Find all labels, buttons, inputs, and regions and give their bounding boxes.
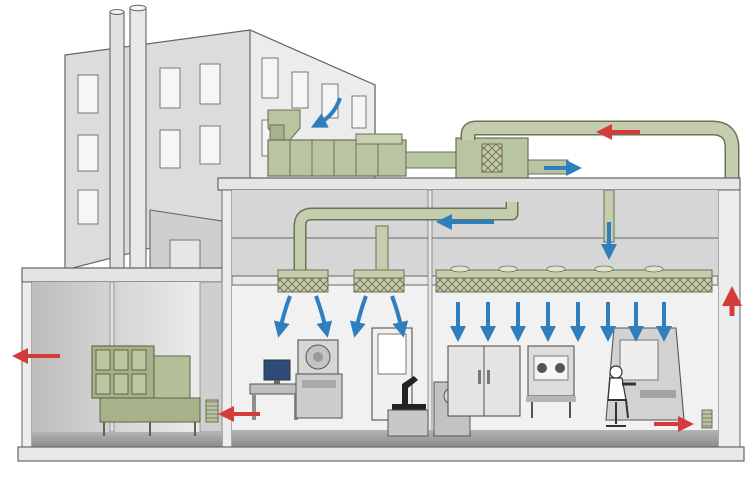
- ceiling-supply-ducts: [293, 189, 615, 271]
- lab-equipment-middle: [249, 327, 471, 437]
- air-flow-arrow-2: [314, 295, 333, 338]
- exhaust-air-arrows: [12, 124, 742, 432]
- technician-figure: [606, 365, 636, 427]
- air-flow-arrow-3: [349, 295, 368, 338]
- chimney-stacks: [109, 4, 147, 271]
- lab-equipment-right: [447, 327, 713, 429]
- exhaust-machine: [91, 345, 219, 436]
- roof-air-handling-unit: [267, 109, 569, 179]
- return-air-duct: [460, 120, 740, 420]
- hepa-filter-ceiling: [277, 265, 713, 293]
- clean-air-arrows: [273, 97, 672, 342]
- air-flow-arrow-4: [390, 295, 409, 338]
- air-flow-arrow-14: [310, 97, 342, 128]
- air-flow-arrow-1: [273, 295, 292, 338]
